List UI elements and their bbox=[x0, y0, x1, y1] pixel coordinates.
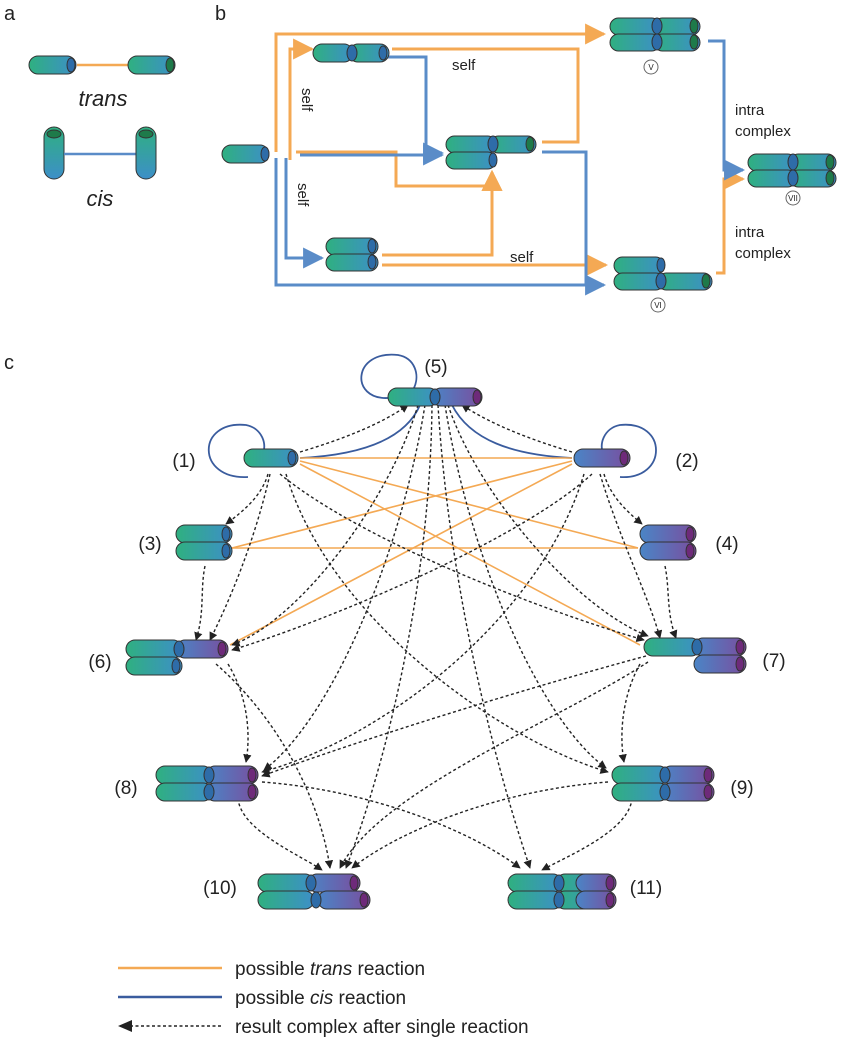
legend-cis-word: cis bbox=[310, 988, 334, 1009]
node-1-label: (1) bbox=[172, 451, 195, 472]
legend-trans-prefix: possible bbox=[235, 959, 310, 980]
result-arrows bbox=[194, 404, 678, 871]
legend-trans: possible trans reaction bbox=[118, 959, 425, 980]
node-3: (3) bbox=[138, 524, 233, 561]
panel-b: b bbox=[215, 3, 837, 313]
legend-cis: possible cis reaction bbox=[118, 988, 406, 1009]
legend-result: result complex after single reaction bbox=[118, 1017, 529, 1038]
legend-cis-prefix: possible bbox=[235, 988, 310, 1009]
node-6: (6) bbox=[88, 639, 229, 676]
panel-c-letter: c bbox=[4, 352, 14, 374]
cis-label: cis bbox=[87, 186, 114, 211]
self-label-top: self bbox=[452, 57, 476, 74]
intra-complex-top-2: complex bbox=[735, 123, 791, 140]
b-monomer bbox=[221, 144, 270, 164]
panel-a: a trans cis bbox=[4, 3, 176, 211]
b-complex-v: V bbox=[609, 17, 701, 75]
node-9-label: (9) bbox=[730, 778, 753, 799]
b-trans-dimer bbox=[312, 43, 390, 63]
legend-result-text: result complex after single reaction bbox=[235, 1017, 529, 1038]
node-11-label: (11) bbox=[630, 878, 662, 899]
node-9: (9) bbox=[611, 765, 754, 802]
self-label-vertical-bottom: self bbox=[294, 183, 311, 207]
node-3-label: (3) bbox=[138, 534, 161, 555]
node-7-label: (7) bbox=[762, 651, 785, 672]
cis-illustration: cis bbox=[43, 126, 157, 211]
node-10-label: (10) bbox=[203, 878, 237, 899]
node-6-label: (6) bbox=[88, 652, 111, 673]
panel-c: c bbox=[4, 352, 786, 910]
trans-paths bbox=[274, 23, 746, 276]
node-10: (10) bbox=[203, 873, 371, 910]
node-1: (1) bbox=[172, 448, 299, 472]
b-mixed-trimer bbox=[445, 135, 537, 170]
node-5-label: (5) bbox=[424, 357, 447, 378]
node-8: (8) bbox=[114, 765, 259, 802]
cis-paths bbox=[274, 39, 746, 296]
self-label-bottom: self bbox=[510, 249, 534, 266]
b-complex-vi: VI bbox=[613, 256, 713, 313]
node-4: (4) bbox=[639, 524, 739, 561]
complex-vii-id: VII bbox=[788, 194, 798, 203]
svg-text:possible trans reaction: possible trans reaction bbox=[235, 959, 425, 980]
legend-cis-suffix: reaction bbox=[333, 988, 406, 1009]
b-cis-dimer bbox=[325, 237, 379, 272]
complex-vi-id: VI bbox=[654, 301, 662, 310]
svg-text:possible cis reaction: possible cis reaction bbox=[235, 988, 406, 1009]
node-2: (2) bbox=[573, 448, 699, 472]
legend-trans-suffix: reaction bbox=[352, 959, 425, 980]
cis-links bbox=[299, 404, 573, 459]
node-5: (5) bbox=[387, 357, 483, 407]
legend-trans-word: trans bbox=[310, 959, 353, 980]
node-4-label: (4) bbox=[715, 534, 738, 555]
self-label-vertical-top: self bbox=[298, 88, 315, 112]
legend: possible trans reaction possible cis rea… bbox=[118, 959, 529, 1038]
node-7: (7) bbox=[643, 637, 786, 674]
node-8-label: (8) bbox=[114, 778, 137, 799]
panel-a-letter: a bbox=[4, 3, 16, 25]
self-loops bbox=[208, 353, 657, 478]
trans-illustration: trans bbox=[28, 55, 176, 111]
node-2-label: (2) bbox=[675, 451, 698, 472]
panel-b-letter: b bbox=[215, 3, 226, 25]
node-11: (11) bbox=[507, 873, 662, 910]
trans-links bbox=[229, 457, 641, 646]
intra-complex-bottom-2: complex bbox=[735, 245, 791, 262]
b-complex-vii: VII bbox=[747, 153, 837, 206]
intra-complex-top-1: intra bbox=[735, 102, 765, 119]
trans-label: trans bbox=[79, 86, 128, 111]
intra-complex-bottom-1: intra bbox=[735, 224, 765, 241]
complex-v-id: V bbox=[648, 63, 654, 72]
